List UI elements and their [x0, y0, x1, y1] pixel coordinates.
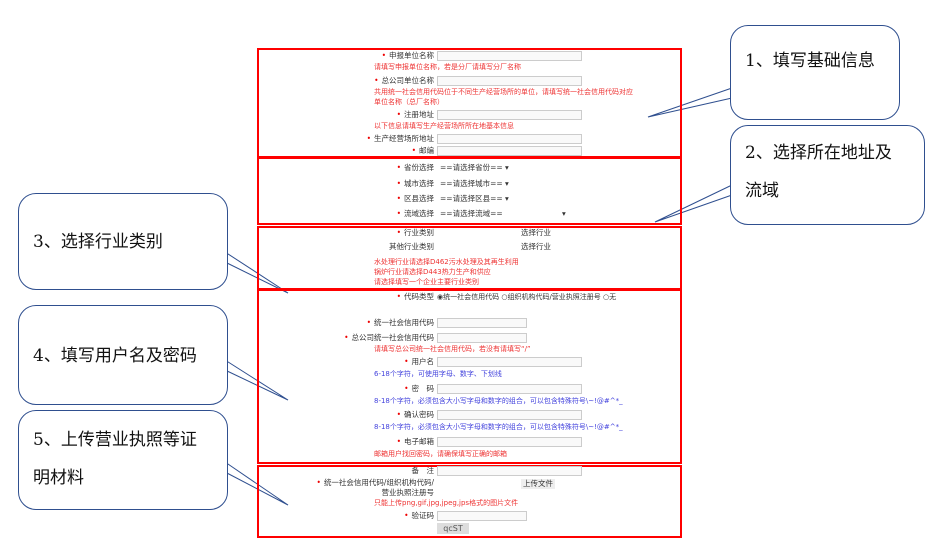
callout-4-text: 4、填写用户名及密码 [33, 346, 197, 366]
email-input[interactable] [437, 437, 582, 447]
password-label: •密 码 [404, 384, 434, 393]
confirm-password-hint: 8-18个字符，必须包含大小写字母和数字的组合，可以包含特殊符号\~!@#^*_ [374, 423, 623, 431]
other-industry-label: 其他行业类别 [389, 242, 434, 251]
callout-1-text: 1、填写基础信息 [745, 51, 875, 71]
basin-select[interactable]: ==请选择流域==▾ [440, 209, 566, 218]
callout-3: 3、选择行业类别 [18, 193, 228, 290]
unit-name-label: •申报单位名称 [381, 51, 434, 60]
callout-4: 4、填写用户名及密码 [18, 305, 228, 405]
radio-org-code[interactable]: ○组织机构代码/营业执照注册号 [501, 293, 601, 301]
province-select[interactable]: ==请选择省份== ▾ [440, 163, 509, 172]
county-select[interactable]: ==请选择区县== ▾ [440, 194, 509, 203]
license-label: •统一社会信用代码/组织机构代码/营业执照注册号 [316, 478, 435, 497]
reg-addr-input[interactable] [437, 110, 582, 120]
remark-input[interactable] [437, 466, 582, 476]
callout-4-pointer [224, 359, 289, 401]
hq-credit-code-input[interactable] [437, 333, 527, 343]
reg-addr-hint: 以下信息请填写生产经营场所所在地基本信息 [374, 122, 514, 130]
select-industry-button[interactable]: 选择行业 [521, 228, 551, 237]
postcode-input[interactable] [437, 146, 582, 156]
callout-3-pointer [224, 251, 289, 294]
captcha-label: •验证码 [404, 511, 434, 520]
code-type-radio-group: ◉统一社会信用代码 ○组织机构代码/营业执照注册号 ○无 [437, 292, 616, 302]
reg-addr-label: •注册地址 [396, 110, 434, 119]
credit-code-label: •统一社会信用代码 [366, 318, 434, 327]
unit-name-hint: 请填写申报单位名称，若是分厂请填写分厂名称 [374, 63, 521, 71]
province-label: •省份选择 [396, 163, 434, 172]
industry-hint-main: 请选择填写一个企业主要行业类别 [374, 278, 479, 286]
captcha-input[interactable] [437, 511, 527, 521]
upload-hint: 只能上传png,gif,jpg,jpeg,jps格式的图片文件 [374, 499, 519, 507]
callout-2-text-2: 流域 [745, 181, 779, 201]
section-address [257, 157, 682, 225]
callout-5: 5、上传营业执照等证明材料 [18, 410, 228, 510]
radio-credit-code[interactable]: ◉统一社会信用代码 [437, 293, 500, 301]
callout-5-text-2: 明材料 [33, 468, 84, 488]
hq-credit-code-hint: 请填写总公司统一社会信用代码，若没有请填写“/” [374, 345, 531, 353]
hq-credit-code-label: •总公司统一社会信用代码 [344, 333, 434, 342]
upload-file-button[interactable]: 上传文件 [521, 479, 555, 489]
password-input[interactable] [437, 384, 582, 394]
unit-name-input[interactable] [437, 51, 582, 61]
captcha-image[interactable]: qcST [437, 523, 469, 534]
email-hint: 邮箱用户找回密码，请确保填写正确的邮箱 [374, 450, 507, 458]
city-label: •城市选择 [396, 179, 434, 188]
basin-label: •流域选择 [396, 209, 434, 218]
confirm-password-label: •确认密码 [396, 410, 434, 419]
select-other-industry-button[interactable]: 选择行业 [521, 242, 551, 251]
postcode-label: •邮编 [411, 146, 434, 155]
hq-name-label: •总公司单位名称 [374, 76, 434, 85]
username-label: •用户名 [404, 357, 434, 366]
callout-2-text: 2、选择所在地址及 [745, 143, 892, 163]
industry-label: •行业类别 [396, 228, 434, 237]
callout-1: 1、填写基础信息 [730, 25, 900, 120]
county-label: •区县选择 [396, 194, 434, 203]
prod-addr-input[interactable] [437, 134, 582, 144]
callout-5-text: 5、上传营业执照等证 [33, 430, 197, 450]
callout-2-pointer [654, 184, 733, 223]
confirm-password-input[interactable] [437, 410, 582, 420]
code-type-label: •代码类型 [396, 292, 434, 301]
hq-name-input[interactable] [437, 76, 582, 86]
industry-hint-water: 水处理行业请选择D462污水处理及其再生利用 [374, 258, 519, 266]
callout-3-text: 3、选择行业类别 [33, 232, 163, 252]
industry-hint-boiler: 锅炉行业请选择D443热力生产和供应 [374, 268, 491, 276]
city-select[interactable]: ==请选择城市== ▾ [440, 179, 509, 188]
radio-none[interactable]: ○无 [603, 293, 617, 301]
hq-name-hint-2: 单位名称（总厂名称） [374, 98, 444, 106]
email-label: •电子邮箱 [396, 437, 434, 446]
section-account [257, 289, 682, 464]
hq-name-hint: 共用统一社会信用代码位于不同生产经营场所的单位，请填写统一社会信用代码对应 [374, 88, 633, 96]
callout-1-pointer [647, 87, 733, 118]
username-hint: 6-18个字符，可使用字母、数字、下划线 [374, 370, 502, 378]
prod-addr-label: •生产经营场所地址 [366, 134, 434, 143]
callout-5-pointer [224, 461, 289, 506]
password-hint: 8-18个字符，必须包含大小写字母和数字的组合，可以包含特殊符号\~!@#^*_ [374, 397, 623, 405]
username-input[interactable] [437, 357, 582, 367]
remark-label: 备 注 [411, 466, 435, 475]
callout-2: 2、选择所在地址及流域 [730, 125, 925, 225]
credit-code-input[interactable] [437, 318, 527, 328]
